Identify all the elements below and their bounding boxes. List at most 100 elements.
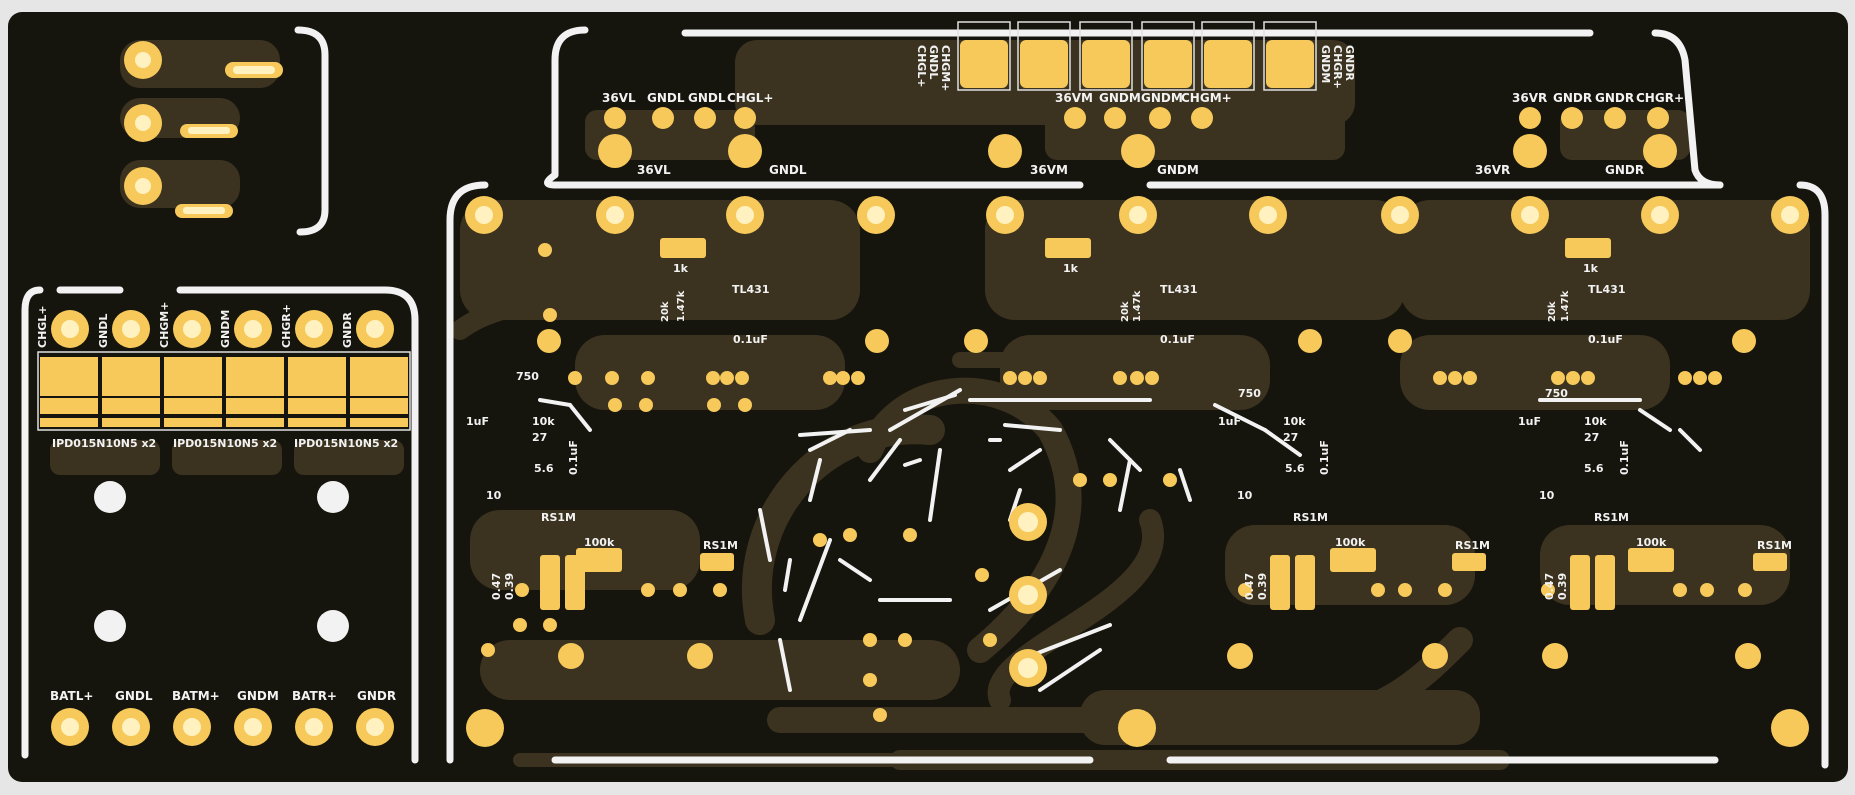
label-20k-right: 20k: [1547, 301, 1558, 322]
label-tl431-right: TL431: [1588, 283, 1625, 296]
label-01uf-right: 0.1uF: [1588, 333, 1623, 346]
label-039-left: 0.39: [503, 573, 516, 600]
bottom-label-batr: BATR+: [292, 689, 337, 703]
pad-label-gndl-b: GNDL: [688, 91, 726, 105]
label-047-right: 0.47: [1543, 573, 1556, 600]
connector-label-gndl: GNDL: [927, 45, 940, 79]
label-100k-right: 100k: [1636, 536, 1667, 549]
mosfet-term-chgl: CHGL+: [36, 305, 49, 348]
label-56-right: 5.6: [1584, 462, 1604, 475]
rail-label-gndr: GNDR: [1605, 163, 1644, 177]
mosfet-term-chgm: CHGM+: [158, 302, 171, 348]
bottom-label-gndr: GNDR: [357, 689, 396, 703]
label-750-left: 750: [516, 370, 539, 383]
silk-diagonal-lines: [538, 388, 1702, 692]
label-147k-left: 1.47k: [676, 290, 687, 322]
label-01uf-v-right: 0.1uF: [1618, 440, 1631, 475]
label-20k-mid: 20k: [1120, 301, 1131, 322]
label-01uf-left: 0.1uF: [733, 333, 768, 346]
label-147k-right: 1.47k: [1560, 290, 1571, 322]
label-10k-right: 10k: [1584, 415, 1607, 428]
label-rs1m-mid-b: RS1M: [1455, 539, 1490, 552]
label-1uf-right: 1uF: [1518, 415, 1541, 428]
silkscreen-outlines: [21, 26, 1829, 769]
label-750-mid: 750: [1238, 387, 1261, 400]
mosfet-term-gndl: GNDL: [97, 314, 110, 348]
connector-label-chgr: CHGR+: [1331, 45, 1344, 89]
label-27-left: 27: [532, 431, 547, 444]
label-01uf-mid: 0.1uF: [1160, 333, 1195, 346]
mosfet-term-gndr: GNDR: [341, 312, 354, 348]
label-1k-left: 1k: [673, 262, 689, 275]
pad-centers: [61, 52, 1799, 736]
label-56-left: 5.6: [534, 462, 554, 475]
label-rs1m-left-a: RS1M: [541, 511, 576, 524]
label-1k-mid: 1k: [1063, 262, 1079, 275]
label-rs1m-right-a: RS1M: [1594, 511, 1629, 524]
rail-label-gndm: GNDM: [1157, 163, 1199, 177]
mosfet-term-chgr: CHGR+: [280, 304, 293, 348]
rail-label-36vm: 36VM: [1030, 163, 1068, 177]
label-1uf-mid: 1uF: [1218, 415, 1241, 428]
label-750-right: 750: [1545, 387, 1568, 400]
label-147k-mid: 1.47k: [1132, 290, 1143, 322]
label-56-mid: 5.6: [1285, 462, 1305, 475]
pad-label-chgm: CHGM+: [1181, 91, 1232, 105]
label-047-left: 0.47: [490, 573, 503, 600]
label-27-mid: 27: [1283, 431, 1298, 444]
label-rs1m-right-b: RS1M: [1757, 539, 1792, 552]
label-tl431-mid: TL431: [1160, 283, 1197, 296]
pad-label-36vl: 36VL: [602, 91, 636, 105]
mosfet-label-3: IPD015N10N5 x2: [294, 437, 398, 450]
mosfet-pads[interactable]: [37, 351, 411, 431]
label-047-mid: 0.47: [1243, 573, 1256, 600]
label-tl431-left: TL431: [732, 283, 769, 296]
pad-label-gndr-a: GNDR: [1553, 91, 1592, 105]
label-039-right: 0.39: [1556, 573, 1569, 600]
label-039-mid: 0.39: [1256, 573, 1269, 600]
silk-text: 36VL GNDL GNDL CHGL+ 36VM GNDM GNDM CHGM…: [36, 91, 1792, 703]
smd-components[interactable]: [540, 238, 1787, 610]
pad-label-gndm-a: GNDM: [1099, 91, 1141, 105]
pad-label-chgl: CHGL+: [727, 91, 773, 105]
oval-slot-pads[interactable]: [175, 62, 283, 218]
label-10-mid: 10: [1237, 489, 1253, 502]
vias: [481, 243, 1752, 722]
rail-label-gndl: GNDL: [769, 163, 807, 177]
label-10-right: 10: [1539, 489, 1555, 502]
label-20k-left: 20k: [660, 301, 671, 322]
bottom-label-batl: BATL+: [50, 689, 93, 703]
label-01uf-v-mid: 0.1uF: [1318, 440, 1331, 475]
bottom-label-gndm: GNDM: [237, 689, 279, 703]
rail-label-36vl: 36VL: [637, 163, 671, 177]
bottom-label-gndl: GNDL: [115, 689, 153, 703]
label-rs1m-left-b: RS1M: [703, 539, 738, 552]
pad-label-gndm-b: GNDM: [1141, 91, 1183, 105]
connector-label-gndm: GNDM: [1319, 45, 1332, 83]
mosfet-label-2: IPD015N10N5 x2: [173, 437, 277, 450]
mosfet-term-gndm: GNDM: [219, 310, 232, 348]
label-rs1m-mid-a: RS1M: [1293, 511, 1328, 524]
pad-label-gndl-a: GNDL: [647, 91, 685, 105]
pad-label-chgr: CHGR+: [1636, 91, 1684, 105]
label-27-right: 27: [1584, 431, 1599, 444]
label-100k-mid: 100k: [1335, 536, 1366, 549]
connector-label-gndr: GNDR: [1343, 45, 1356, 81]
label-01uf-v-left: 0.1uF: [567, 440, 580, 475]
label-10k-mid: 10k: [1283, 415, 1306, 428]
mosfet-label-1: IPD015N10N5 x2: [52, 437, 156, 450]
top-connector-labels: CHGL+ GNDL CHGM+ GNDM CHGR+ GNDR: [915, 45, 1356, 91]
connector-label-chgl: CHGL+: [915, 45, 928, 88]
rail-label-36vr: 36VR: [1475, 163, 1510, 177]
label-1k-right: 1k: [1583, 262, 1599, 275]
label-100k-left: 100k: [584, 536, 615, 549]
mounting-holes: [94, 481, 349, 642]
bottom-label-batm: BATM+: [172, 689, 220, 703]
pad-label-36vm: 36VM: [1055, 91, 1093, 105]
pad-label-gndr-b: GNDR: [1595, 91, 1634, 105]
connector-label-chgm: CHGM+: [939, 45, 952, 91]
label-10-left: 10: [486, 489, 502, 502]
top-connector-block[interactable]: [957, 21, 1317, 91]
label-1uf-left: 1uF: [466, 415, 489, 428]
